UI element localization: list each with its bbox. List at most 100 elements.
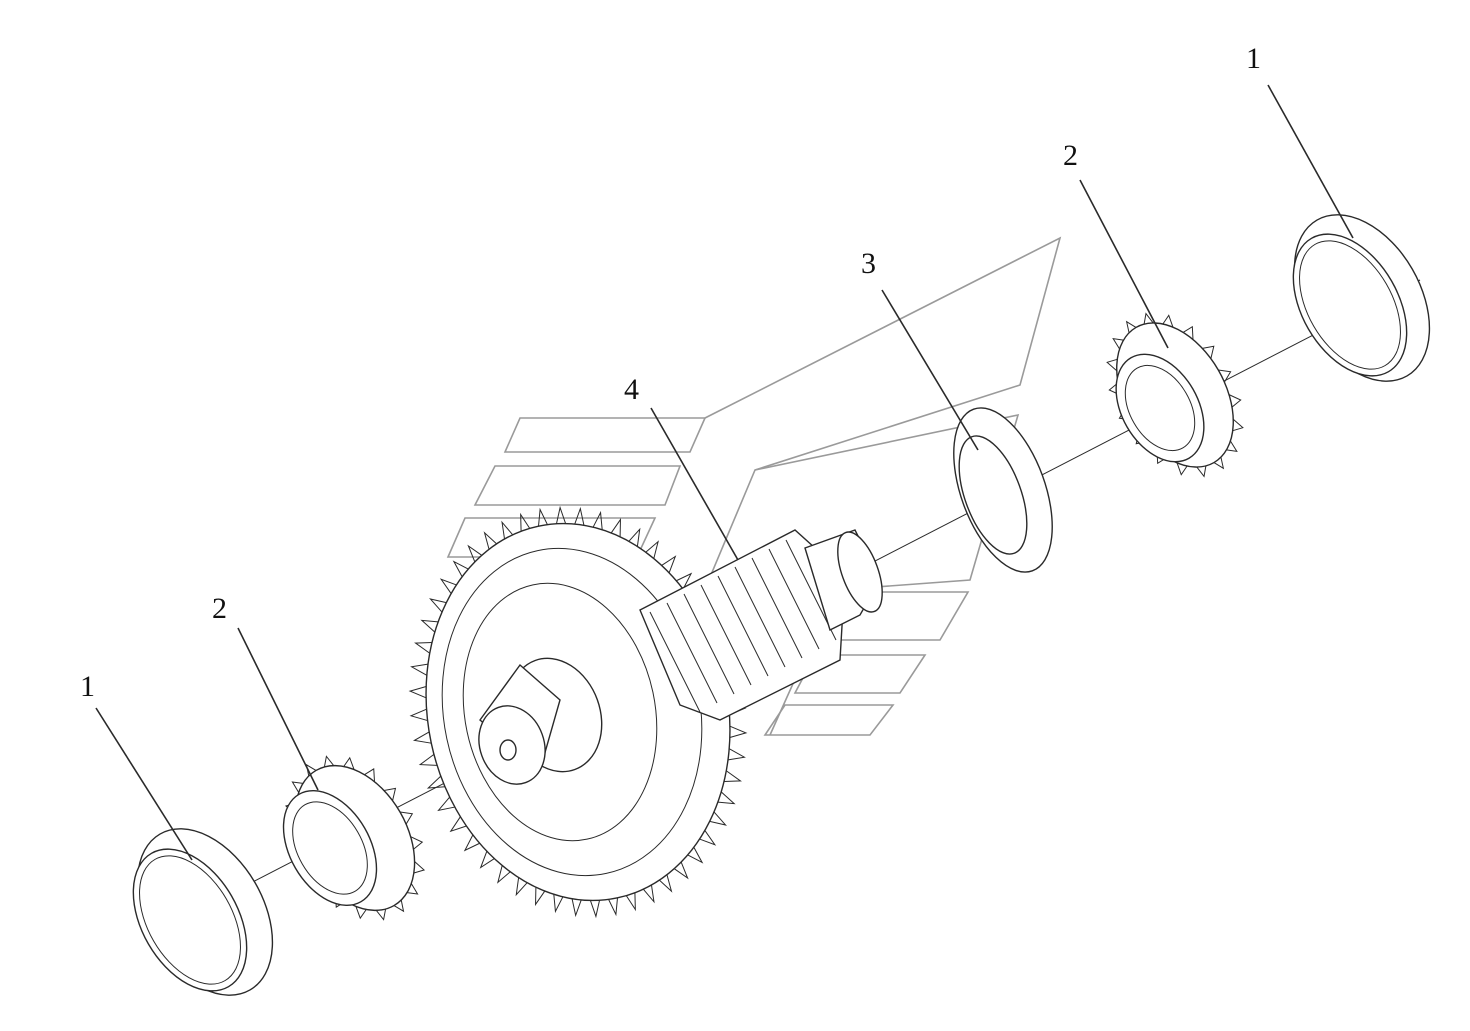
gear-tooth xyxy=(709,811,727,826)
gear-tooth xyxy=(659,874,673,893)
bearing-roller xyxy=(305,763,317,777)
gear-tooth xyxy=(449,816,467,833)
gear-tooth xyxy=(589,900,601,919)
gear-tooth xyxy=(592,510,603,530)
leader-line-2-right xyxy=(1079,179,1169,349)
gear-tooth xyxy=(452,560,469,578)
pinion-tooth xyxy=(683,593,735,695)
thrust-washer xyxy=(953,407,1053,573)
bearing-roller xyxy=(1112,337,1124,350)
bearing-roller xyxy=(375,908,387,921)
gear-tooth xyxy=(610,517,621,537)
callout-1-left: 1 xyxy=(80,670,95,703)
bearing-roller xyxy=(1232,418,1244,432)
bearing-roller xyxy=(406,883,419,895)
gear-tooth xyxy=(571,898,582,918)
tapered-roller-bearing-right xyxy=(1106,312,1244,478)
pinion-tooth xyxy=(734,566,786,668)
leader-line-4 xyxy=(650,407,739,561)
leader-line-1-right xyxy=(1267,84,1354,239)
bearing-roller xyxy=(399,811,414,825)
gear-tooth xyxy=(467,544,483,563)
gear-tooth xyxy=(439,578,457,594)
bearing-roller xyxy=(1143,312,1154,325)
leader-line-2-left xyxy=(237,627,319,791)
bearing-roller xyxy=(1106,358,1118,372)
leader-line-3 xyxy=(881,289,979,451)
gear-tooth xyxy=(414,642,433,654)
bearing-roller xyxy=(1182,325,1194,340)
gear-tooth xyxy=(645,540,659,559)
gear-tooth xyxy=(429,598,447,613)
gear-tooth xyxy=(625,892,636,912)
callout-2-left: 2 xyxy=(212,592,227,625)
gear-tooth xyxy=(412,731,432,744)
gear-tooth xyxy=(699,830,717,846)
tapered-roller-bearing-left xyxy=(282,755,426,921)
gear-tooth xyxy=(628,527,641,547)
leader-line-1-left xyxy=(95,707,193,861)
bearing-roller xyxy=(1202,345,1215,359)
bearing-roller xyxy=(364,768,375,782)
gear-tooth xyxy=(687,846,704,864)
bearing-roller xyxy=(323,755,335,768)
bearing-cup-right xyxy=(1292,214,1431,382)
gear-tooth xyxy=(501,520,514,540)
gear-tooth xyxy=(553,894,564,914)
gear-tooth xyxy=(437,796,455,812)
gear-tooth xyxy=(483,531,497,550)
gear-tooth xyxy=(727,748,746,761)
callout-4: 4 xyxy=(624,373,639,406)
bearing-roller xyxy=(1228,394,1242,408)
gear-tooth xyxy=(729,725,748,738)
gear-tooth xyxy=(463,834,480,852)
bearing-roller xyxy=(291,781,304,793)
bearing-roller xyxy=(1196,465,1207,478)
gear-tooth xyxy=(642,884,655,904)
gear-tooth xyxy=(673,861,689,880)
bearing-roller xyxy=(393,899,405,913)
gear-tooth xyxy=(608,897,619,917)
bearing-roller xyxy=(1218,369,1232,383)
bearing-roller xyxy=(1226,440,1238,453)
pinion-tooth xyxy=(666,602,718,704)
gear-tooth xyxy=(426,775,446,789)
pinion-tooth xyxy=(649,611,701,713)
bearing-roller xyxy=(1176,462,1188,476)
gear-tooth xyxy=(418,753,438,766)
gear-tooth xyxy=(555,505,567,524)
bearing-roller xyxy=(343,756,355,770)
pinion-tooth xyxy=(700,584,752,686)
pinion-tooth xyxy=(768,548,820,650)
gear-tooth xyxy=(515,877,528,897)
helical-gear-shaft xyxy=(408,505,883,919)
callout-3: 3 xyxy=(861,247,876,280)
bearing-roller xyxy=(413,861,426,874)
pinion-tooth xyxy=(717,575,769,677)
bearing-cup-left xyxy=(132,828,274,996)
bearing-roller xyxy=(1162,314,1174,328)
bearing-roller xyxy=(410,836,424,850)
gear-tooth xyxy=(408,686,427,699)
callout-1-right: 1 xyxy=(1246,42,1261,75)
gear-tooth xyxy=(537,507,548,527)
gear-tooth xyxy=(479,850,495,869)
pinion-tooth xyxy=(751,557,803,659)
bearing-roller xyxy=(1213,457,1225,470)
gear-tooth xyxy=(717,791,736,805)
gear-tooth xyxy=(574,506,585,526)
gear-tooth xyxy=(420,619,439,633)
gear-tooth xyxy=(410,663,429,676)
gear-tooth xyxy=(409,708,428,722)
bearing-roller xyxy=(383,787,397,801)
gear-tooth xyxy=(676,572,693,590)
gear-tooth xyxy=(497,865,511,884)
watermark-logo xyxy=(446,236,1062,736)
leader-lines xyxy=(95,84,1354,861)
gear-tooth xyxy=(535,887,546,907)
bearing-roller xyxy=(355,906,367,920)
gear-tooth xyxy=(723,770,742,782)
gear-tooth xyxy=(520,512,531,532)
